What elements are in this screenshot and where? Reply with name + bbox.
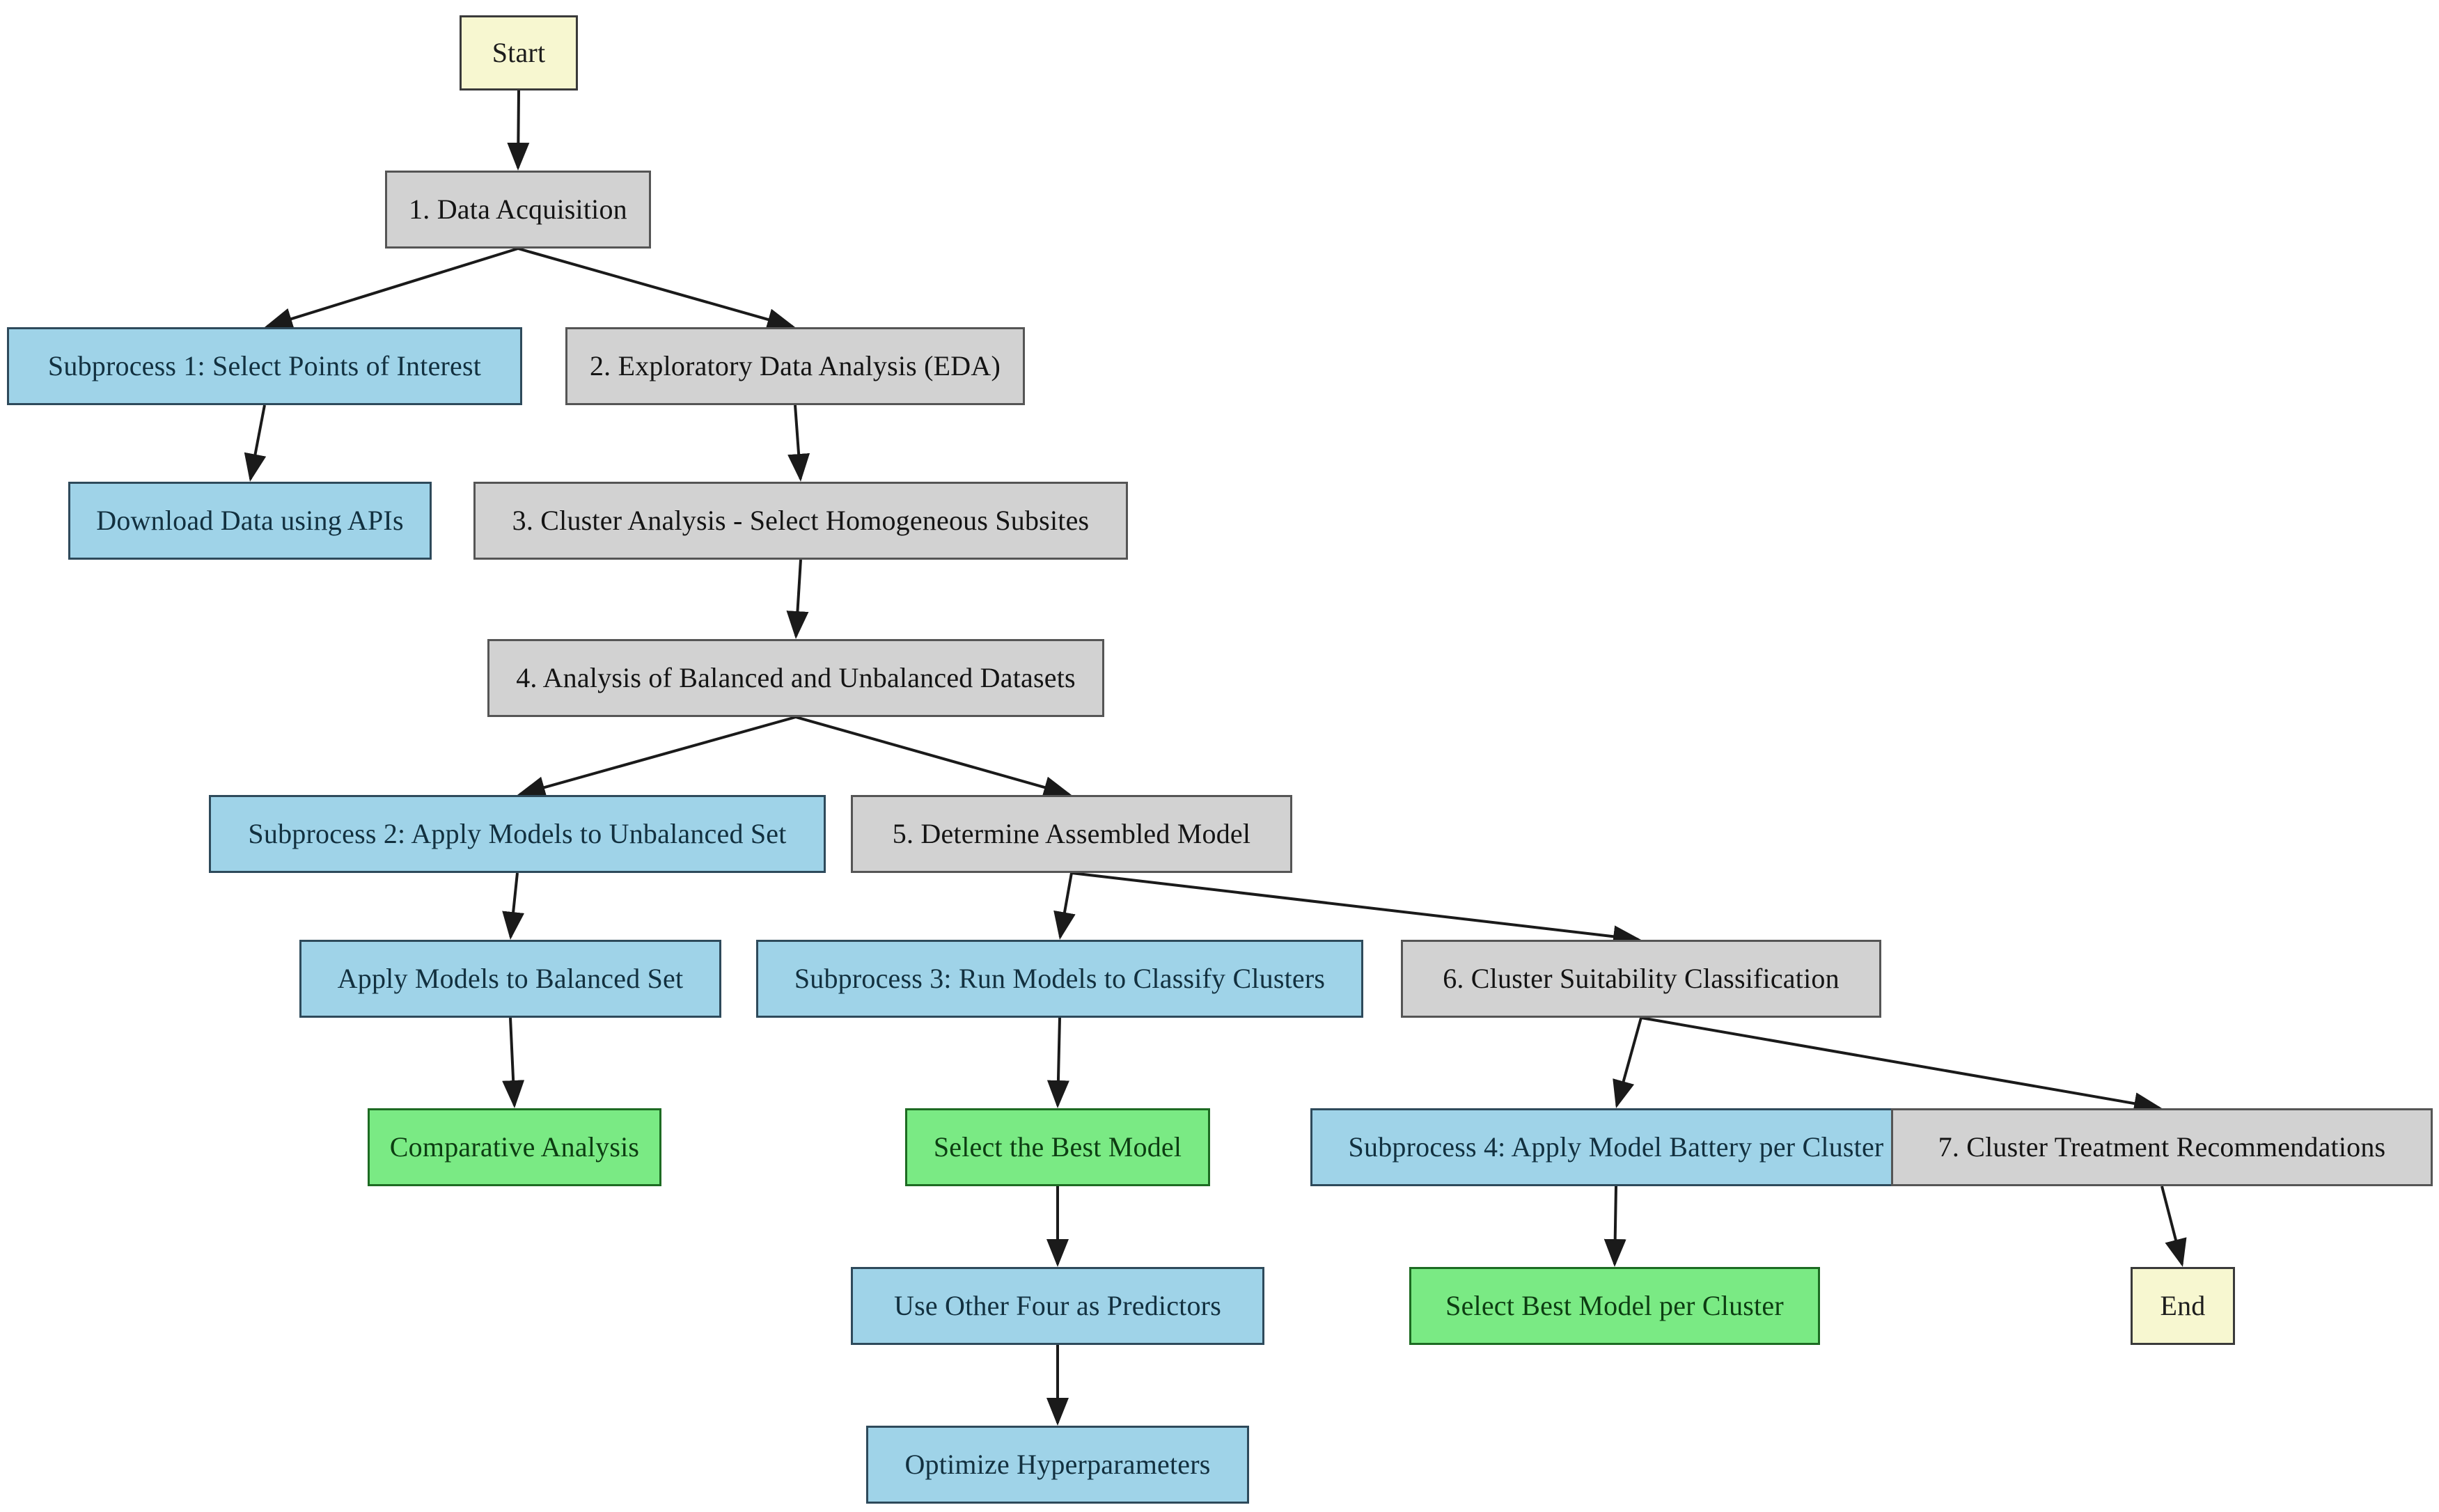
node-n2[interactable]: 2. Exploratory Data Analysis (EDA) xyxy=(565,327,1025,405)
node-hyper[interactable]: Optimize Hyperparameters xyxy=(866,1426,1249,1504)
edge-sp1-to-dl xyxy=(244,404,267,482)
edge-start-to-n1 xyxy=(507,90,530,171)
node-balanced[interactable]: Apply Models to Balanced Set xyxy=(299,940,721,1018)
edge-group xyxy=(244,90,2187,1426)
node-label: Comparative Analysis xyxy=(389,1131,640,1163)
node-start[interactable]: Start xyxy=(460,15,578,90)
edge-sp3-to-best xyxy=(1046,1017,1069,1109)
node-label: 4. Analysis of Balanced and Unbalanced D… xyxy=(516,662,1076,693)
edge-sp2-to-balanced xyxy=(502,872,525,940)
node-label: Start xyxy=(492,37,546,68)
node-sp3[interactable]: Subprocess 3: Run Models to Classify Clu… xyxy=(756,940,1363,1018)
node-label: End xyxy=(2160,1290,2206,1321)
node-label: Subprocess 2: Apply Models to Unbalanced… xyxy=(248,818,787,849)
edge-n4-to-sp2 xyxy=(517,716,797,798)
node-sp1[interactable]: Subprocess 1: Select Points of Interest xyxy=(7,327,522,405)
edge-n6-to-n7 xyxy=(1640,1016,2163,1115)
node-label: 1. Data Acquisition xyxy=(409,194,627,225)
node-pred[interactable]: Use Other Four as Predictors xyxy=(851,1267,1264,1345)
edge-n6-to-sp4 xyxy=(1613,1017,1642,1108)
node-label: Apply Models to Balanced Set xyxy=(337,963,684,994)
edge-n3-to-n4 xyxy=(786,559,809,639)
node-label: 3. Cluster Analysis - Select Homogeneous… xyxy=(512,505,1090,536)
node-n1[interactable]: 1. Data Acquisition xyxy=(385,171,651,249)
node-label: Optimize Hyperparameters xyxy=(904,1449,1211,1480)
node-n7[interactable]: 7. Cluster Treatment Recommendations xyxy=(1891,1108,2433,1186)
node-label: Subprocess 1: Select Points of Interest xyxy=(47,350,482,381)
edge-n2-to-n3 xyxy=(787,404,810,482)
edge-n1-to-sp1 xyxy=(265,247,519,330)
node-label: 5. Determine Assembled Model xyxy=(892,818,1251,849)
node-label: 6. Cluster Suitability Classification xyxy=(1443,963,1840,994)
node-end[interactable]: End xyxy=(2131,1267,2235,1345)
node-bestcluster[interactable]: Select Best Model per Cluster xyxy=(1409,1267,1820,1345)
edge-n1-to-n2 xyxy=(517,247,796,331)
edge-sp4-to-bestcluster xyxy=(1603,1186,1626,1268)
node-label: Select Best Model per Cluster xyxy=(1445,1290,1784,1321)
node-n5[interactable]: 5. Determine Assembled Model xyxy=(851,795,1292,873)
node-label: 7. Cluster Treatment Recommendations xyxy=(1938,1131,2386,1163)
node-n6[interactable]: 6. Cluster Suitability Classification xyxy=(1401,940,1881,1018)
node-label: Download Data using APIs xyxy=(96,505,404,536)
edge-balanced-to-comp xyxy=(502,1017,525,1109)
node-label: Subprocess 4: Apply Model Battery per Cl… xyxy=(1348,1131,1884,1163)
node-n3[interactable]: 3. Cluster Analysis - Select Homogeneous… xyxy=(473,482,1128,560)
node-sp2[interactable]: Subprocess 2: Apply Models to Unbalanced… xyxy=(209,795,826,873)
edge-n5-to-sp3 xyxy=(1053,872,1076,940)
node-n4[interactable]: 4. Analysis of Balanced and Unbalanced D… xyxy=(487,639,1104,717)
node-comp[interactable]: Comparative Analysis xyxy=(368,1108,661,1186)
node-dl[interactable]: Download Data using APIs xyxy=(68,482,432,560)
node-label: 2. Exploratory Data Analysis (EDA) xyxy=(589,350,1001,381)
node-best[interactable]: Select the Best Model xyxy=(905,1108,1210,1186)
edge-n5-to-n6 xyxy=(1071,872,1642,948)
edge-n4-to-n5 xyxy=(795,716,1072,798)
node-label: Use Other Four as Predictors xyxy=(894,1290,1221,1321)
node-label: Subprocess 3: Run Models to Classify Clu… xyxy=(794,963,1326,994)
node-sp4[interactable]: Subprocess 4: Apply Model Battery per Cl… xyxy=(1310,1108,1922,1186)
node-label: Select the Best Model xyxy=(933,1131,1182,1163)
edge-n7-to-end xyxy=(2160,1186,2187,1268)
